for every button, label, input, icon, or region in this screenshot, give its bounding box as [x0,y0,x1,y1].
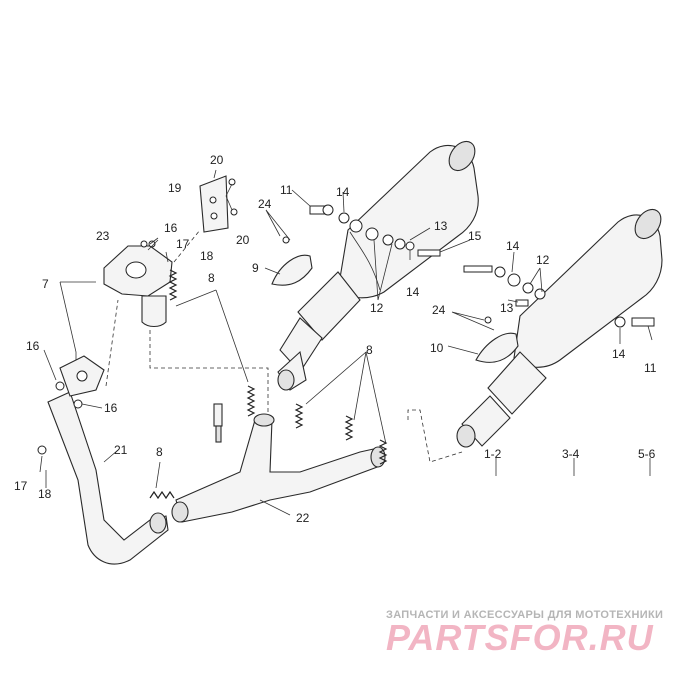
callout-11-b: 11 [644,361,657,375]
callout-20-b: 20 [236,233,250,247]
y-pipe-22 [171,413,386,523]
callout-17-a: 17 [176,237,190,251]
callout-16-b: 16 [26,339,40,353]
callout-1-2: 1-2 [484,447,502,461]
callout-20-a: 20 [210,153,224,167]
heat-shield-10 [475,332,519,363]
watermark: ЗАПЧАСТИ И АКСЕССУАРЫ ДЛЯ МОТОТЕХНИКИ PA… [386,609,663,658]
callout-labels: 20 19 11 14 24 16 13 23 20 17 15 14 12 1… [14,153,657,525]
callout-14-a: 14 [336,185,350,199]
flange-23 [103,245,173,328]
callout-11-a: 11 [280,183,293,197]
muffler-upper [277,140,479,391]
watermark-brand-logo: PARTSFOR.RU [386,617,654,658]
callout-13-b: 13 [500,301,514,315]
springs [149,269,388,500]
callout-17-b: 17 [14,479,28,493]
callout-24-a: 24 [258,197,272,211]
leader-lines [39,169,653,516]
header-pipe-21 [47,391,169,565]
bracket-19 [199,175,229,233]
callout-14-b: 14 [506,239,520,253]
callout-8-a: 8 [208,271,215,285]
callout-21: 21 [114,443,128,457]
callout-10: 10 [430,341,444,355]
sensor-probe [213,403,223,443]
callout-8-b: 8 [366,343,373,357]
callout-23: 23 [96,229,110,243]
callout-14-c: 14 [406,285,420,299]
callout-22: 22 [296,511,310,525]
assembly-lines [105,229,463,463]
callout-3-4: 3-4 [562,447,580,461]
callout-13-a: 13 [434,219,448,233]
callout-18-a: 18 [200,249,214,263]
callout-12-a: 12 [536,253,550,267]
callout-9: 9 [252,261,259,275]
callout-7: 7 [42,277,49,291]
callout-18-b: 18 [38,487,52,501]
watermark-tagline: ЗАПЧАСТИ И АКСЕССУАРЫ ДЛЯ МОТОТЕХНИКИ [386,609,663,621]
callout-5-6: 5-6 [638,447,656,461]
callout-19: 19 [168,181,182,195]
callout-15: 15 [468,229,482,243]
callout-24-b: 24 [432,303,446,317]
callout-14-d: 14 [612,347,626,361]
gasket-7 [59,355,105,397]
callout-16-a: 16 [164,221,178,235]
hardware [37,178,655,455]
callout-16-c: 16 [104,401,118,415]
callout-8-c: 8 [156,445,163,459]
heat-shield-9 [271,254,313,286]
muffler-lower [456,208,663,448]
callout-12-b: 12 [370,301,384,315]
